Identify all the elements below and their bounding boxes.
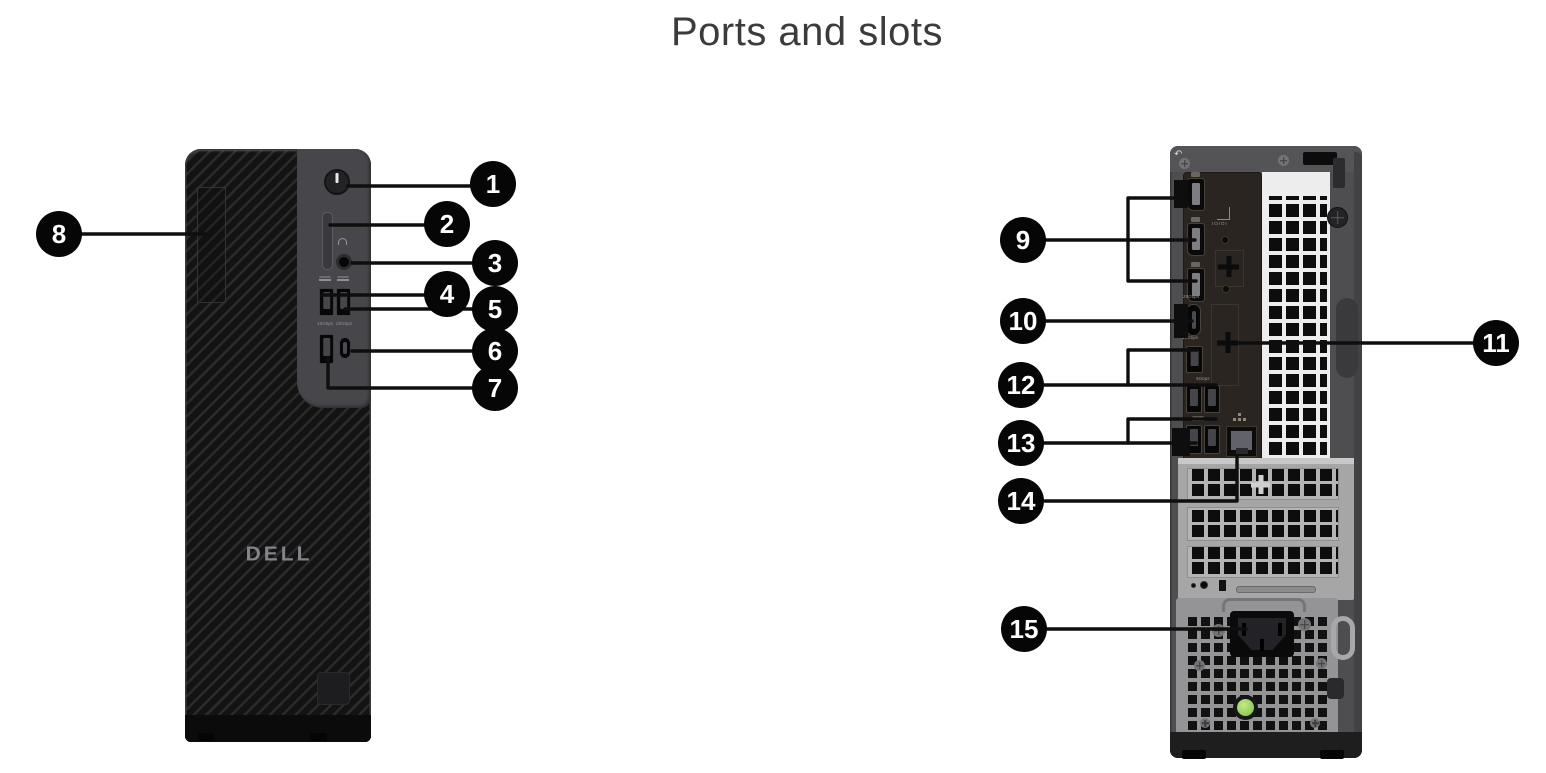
speed-label: 20Gbps [1183, 295, 1200, 300]
front-view-figure: 10Gbps 20Gbps DELL [185, 149, 371, 742]
usb-tongue [1207, 389, 1217, 406]
usb-c-port-front [339, 337, 351, 359]
rear-side-edge [1354, 152, 1362, 752]
chassis-slot [1219, 580, 1226, 591]
expansion-slot-cover-2 [1187, 507, 1339, 541]
power-button [324, 169, 350, 195]
callout-12-usb-a-ports: 12 [998, 362, 1044, 408]
chassis-vent-slot [1236, 586, 1316, 593]
screw-icon [1278, 155, 1289, 166]
usb-a-5g-port-1 [1186, 385, 1202, 413]
callout-9-displayports: 9 [1000, 217, 1046, 263]
usb-tongue [339, 292, 348, 309]
displayport-logo-icon [1191, 172, 1200, 177]
front-foot [310, 733, 327, 741]
displayport-logo-icon [1191, 217, 1200, 222]
rear-foot [1320, 750, 1344, 759]
screw-icon [1310, 718, 1320, 728]
callout-4-usb-a-port: 4 [424, 271, 470, 317]
rj45-clip [1235, 448, 1248, 454]
serial-port-label: IOIOI [1212, 222, 1228, 227]
displayport-logo-icon [1191, 262, 1200, 267]
inlet-pin [1278, 623, 1282, 636]
callout-14-ethernet-rj45-port: 14 [998, 478, 1044, 524]
vent-plate [1262, 172, 1330, 462]
speed-label: 10Gbps [1182, 336, 1199, 341]
usb-c-pin [343, 342, 347, 354]
chassis-dot [1191, 583, 1196, 588]
slim-optical-drive [197, 187, 226, 303]
screw-icon [1194, 660, 1205, 671]
usb-c-pin [1191, 311, 1196, 329]
unlock-arrow-icon: ↶ [1174, 149, 1183, 160]
front-badge [317, 672, 350, 705]
corner-mark [1217, 207, 1230, 220]
callout-5-usb-a-powershare-port: 5 [472, 286, 518, 332]
network-icon [1238, 418, 1241, 421]
headset-jack [336, 254, 352, 270]
page-title: Ports and slots [670, 10, 944, 54]
knockout-dot [1222, 285, 1230, 293]
expansion-ledge [1178, 458, 1354, 464]
dell-logo: DELL [245, 543, 313, 566]
rear-view-figure: ↶ IOIOI 20Gbps 10Gbps 5Gbps [1170, 146, 1362, 759]
speed-label: 10Gbps [317, 322, 334, 327]
front-base [185, 715, 371, 742]
headset-icon [338, 238, 347, 245]
speed-label: 20Gbps [336, 322, 353, 327]
callout-1-power-button: 1 [470, 161, 516, 207]
callout-13-usb-a-smartpower-ports: 13 [998, 420, 1044, 466]
psu-status-led [1233, 695, 1258, 720]
callout-3-headset-jack: 3 [472, 240, 518, 286]
release-latch [1303, 152, 1337, 165]
screw-icon [1179, 158, 1190, 169]
dp-contacts [1192, 183, 1200, 206]
lock-tab [1333, 158, 1345, 188]
callout-7-usb-a-port: 7 [472, 365, 518, 411]
expansion-slot-cover-1 [1187, 468, 1339, 500]
speed-label: 5Gbps [1196, 377, 1210, 382]
padlock-ring [1331, 616, 1355, 660]
rj45-inner [1231, 431, 1252, 450]
optional-port-outline [1211, 304, 1239, 386]
screw-icon [1298, 618, 1311, 631]
front-foot [198, 733, 214, 741]
side-handle-recess [1336, 298, 1358, 378]
psu-handle [1222, 598, 1306, 612]
usb-powershare-icon [337, 279, 349, 281]
callout-8-slim-optical-drive: 8 [36, 211, 82, 257]
usb-tongue [322, 292, 331, 309]
usb-tongue [322, 338, 331, 356]
usb-tongue [1207, 429, 1217, 447]
usb-tongue [1189, 389, 1199, 406]
expansion-slot-cover-3 [1187, 546, 1339, 578]
ethernet-rj45-port [1226, 426, 1257, 457]
chassis-dot [1200, 581, 1208, 589]
cable-hook [1327, 678, 1344, 699]
vent-grid [1265, 196, 1327, 459]
screw-icon [1200, 718, 1210, 728]
displayport-3 [1187, 268, 1205, 302]
knockout-dot [1221, 236, 1229, 244]
screw-icon [1316, 658, 1327, 669]
callout-15-power-connector: 15 [1001, 606, 1047, 652]
usb-tongue [1190, 350, 1199, 366]
inlet-pin [1260, 639, 1264, 651]
usb-tongue [1189, 429, 1199, 447]
dp-contacts [1192, 273, 1200, 297]
callout-11-optional-port-knockout: 11 [1473, 320, 1519, 366]
usb-a-10g-port [1186, 346, 1203, 373]
sd-card-slot [322, 212, 333, 270]
usb-icon [319, 279, 331, 281]
rear-foot [1182, 750, 1206, 759]
usb-a-smartpower-port-2 [1204, 425, 1220, 454]
callout-2-sd-card-slot: 2 [424, 201, 470, 247]
callout-10-usb-c-port: 10 [1000, 298, 1046, 344]
thumbscrew [1327, 207, 1348, 228]
